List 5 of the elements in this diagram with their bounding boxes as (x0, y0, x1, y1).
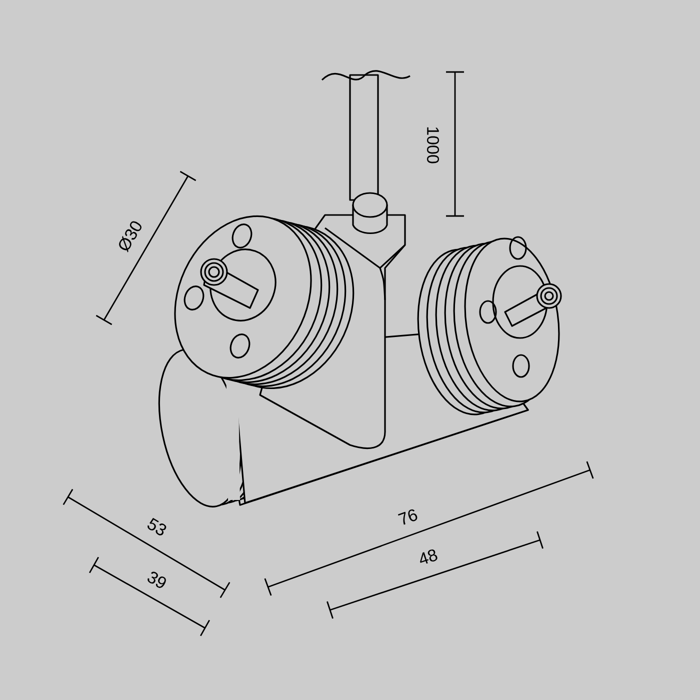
dimension-label: 53 (148, 518, 166, 536)
dimension-label: 76 (398, 509, 418, 525)
dimension-label: 1000 (426, 127, 440, 164)
dimension-label: 48 (420, 550, 438, 564)
dimension-label: 39 (148, 572, 166, 588)
